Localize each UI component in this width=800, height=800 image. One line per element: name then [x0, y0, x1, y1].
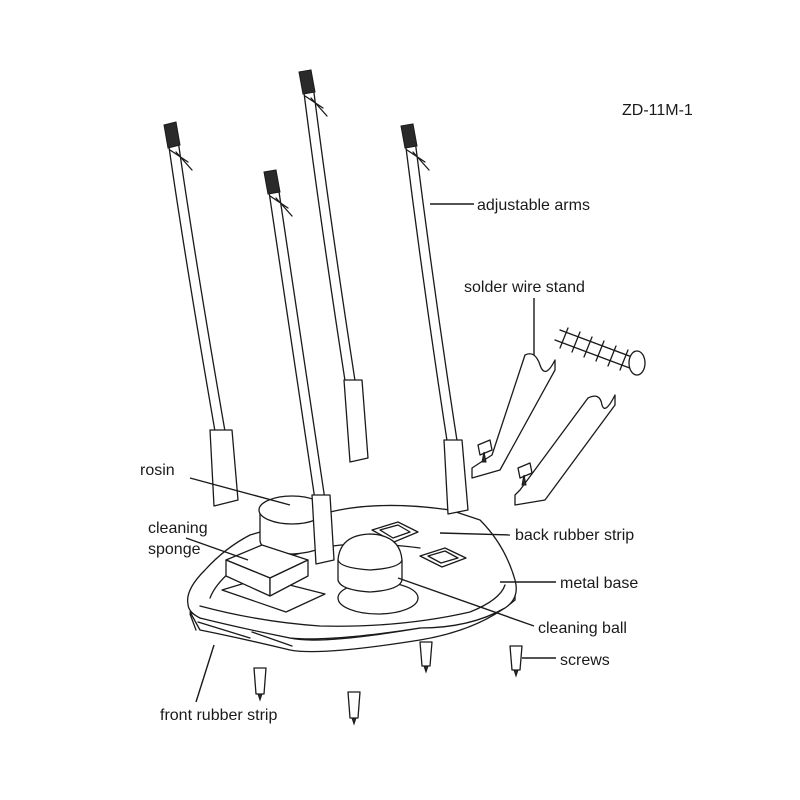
screw-3: [419, 641, 433, 674]
screw-1: [253, 667, 267, 702]
front-rubber-strip: [189, 613, 293, 647]
leader-back-rubber-strip: [439, 532, 511, 536]
leader-cleaning-ball: [397, 577, 535, 627]
adjustable-arm-3: [298, 69, 369, 463]
screws: [253, 641, 523, 726]
leader-rosin: [189, 477, 291, 506]
cleaning-ball: [337, 533, 403, 593]
label-cleaning-sponge-line2: sponge: [148, 541, 201, 558]
cleaning-sponge: [225, 544, 309, 597]
label-front-rubber-strip: front rubber strip: [160, 707, 277, 724]
label-rosin: rosin: [140, 462, 175, 479]
label-metal-base: metal base: [560, 575, 638, 592]
adjustable-arm-2: [263, 169, 335, 565]
solder-wire-stand: [471, 327, 646, 506]
label-cleaning-sponge-line1: cleaning: [148, 520, 208, 537]
leader-front-rubber-strip: [195, 644, 215, 703]
label-back-rubber-strip: back rubber strip: [515, 527, 634, 544]
label-screws: screws: [560, 652, 610, 669]
model-code: ZD-11M-1: [622, 102, 693, 119]
screw-2: [347, 691, 361, 726]
label-adjustable-arms: adjustable arms: [477, 197, 590, 214]
leader-cleaning-sponge: [185, 537, 249, 561]
adjustable-arm-1: [163, 121, 239, 507]
back-rubber-strip: [371, 521, 467, 568]
label-solder-wire-stand: solder wire stand: [464, 279, 585, 296]
screw-4: [509, 645, 523, 678]
adjustable-arm-4: [400, 123, 469, 515]
label-cleaning-ball: cleaning ball: [538, 620, 627, 637]
